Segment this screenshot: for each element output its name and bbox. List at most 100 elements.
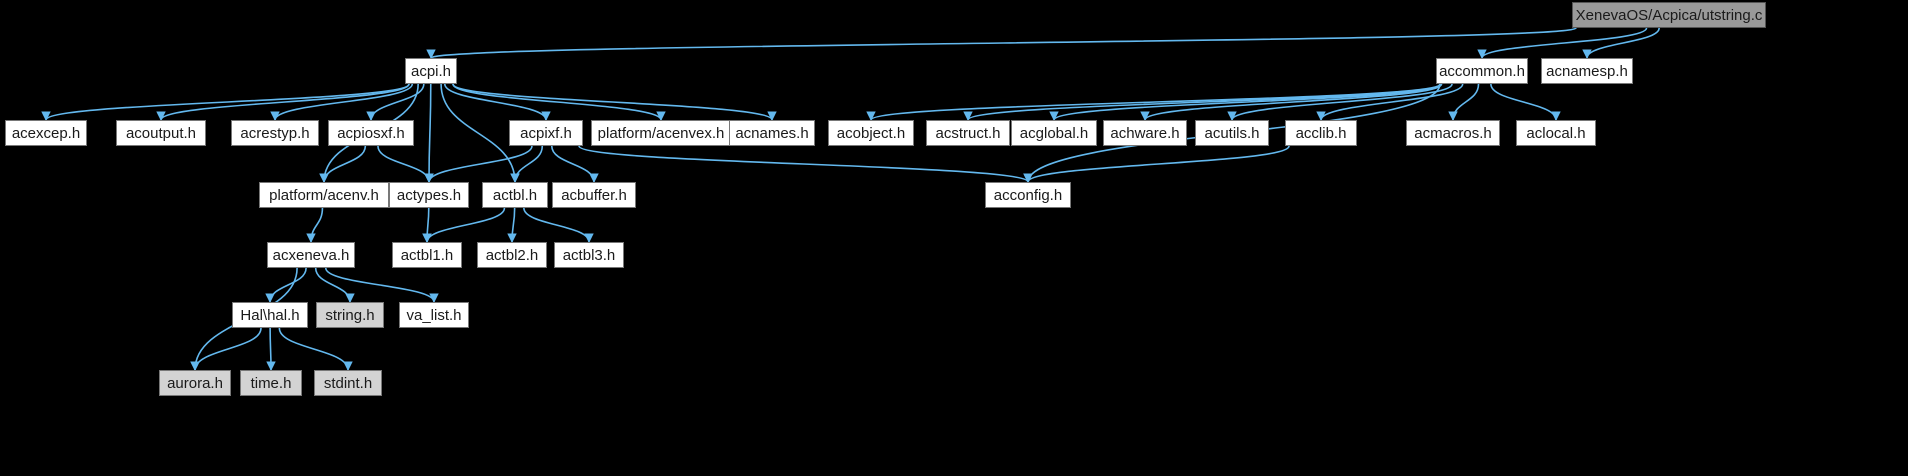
- graph-edge-accommon-to-achware: [1140, 83, 1443, 121]
- graph-edge-actbl-to-actbl2: [507, 207, 517, 243]
- graph-node-label: acpiosxf.h: [337, 124, 405, 142]
- graph-edge-acpi-to-acpixf: [444, 83, 551, 121]
- graph-node-acoutput[interactable]: acoutput.h: [116, 120, 206, 146]
- graph-edge-acpi-to-actypes: [424, 83, 434, 183]
- graph-edge-acpi-to-acexcep: [41, 83, 410, 121]
- graph-node-label: actypes.h: [396, 186, 462, 204]
- graph-node-label: acmacros.h: [1414, 124, 1492, 142]
- graph-edge-acenv-to-acxeneva: [306, 207, 324, 243]
- graph-node-acnames[interactable]: acnames.h: [729, 120, 815, 146]
- graph-node-label: acclib.h: [1295, 124, 1347, 142]
- graph-node-aurora[interactable]: aurora.h: [159, 370, 231, 396]
- graph-edge-actypes-to-actbl1: [422, 207, 432, 243]
- graph-node-label: actbl3.h: [562, 246, 616, 264]
- graph-node-label: acexcep.h: [11, 124, 81, 142]
- graph-node-label: va_list.h: [406, 306, 462, 324]
- graph-node-label: actbl1.h: [400, 246, 454, 264]
- graph-edge-accommon-to-aclocal: [1490, 83, 1561, 121]
- graph-node-label: acstruct.h: [935, 124, 1001, 142]
- graph-edge-accommon-to-acglobal: [1049, 83, 1441, 121]
- graph-edge-acclib-to-acconfig: [1023, 145, 1290, 183]
- graph-edge-accommon-to-acobject: [866, 83, 1441, 121]
- graph-node-label: acnames.h: [735, 124, 809, 142]
- graph-edge-acpi-to-acnames: [452, 83, 777, 121]
- graph-node-acpiosxf[interactable]: acpiosxf.h: [328, 120, 414, 146]
- graph-edge-acpixf-to-actbl: [510, 145, 544, 183]
- graph-node-label: acpi.h: [410, 62, 452, 80]
- graph-edge-acxeneva-to-halhal: [265, 267, 307, 303]
- graph-edge-utstring-to-accommon: [1477, 27, 1648, 59]
- graph-node-acclib[interactable]: acclib.h: [1285, 120, 1357, 146]
- graph-edge-utstring-to-acpi: [426, 27, 1577, 59]
- graph-node-utstring[interactable]: XenevaOS/Acpica/utstring.c: [1572, 2, 1766, 28]
- graph-node-acutils[interactable]: acutils.h: [1195, 120, 1269, 146]
- graph-node-label: time.h: [250, 374, 292, 392]
- graph-node-acrestyp[interactable]: acrestyp.h: [231, 120, 319, 146]
- graph-node-aclocal[interactable]: aclocal.h: [1516, 120, 1596, 146]
- graph-edge-actbl-to-actbl3: [523, 207, 594, 243]
- graph-edge-acpi-to-acpiosxf: [366, 83, 425, 121]
- graph-edge-halhal-to-aurora: [190, 327, 262, 371]
- graph-node-acbuffer[interactable]: acbuffer.h: [552, 182, 636, 208]
- graph-edge-acpiosxf-to-actypes: [377, 145, 434, 183]
- graph-node-label: accommon.h: [1439, 62, 1525, 80]
- graph-edge-acpiosxf-to-acenv: [319, 145, 367, 183]
- graph-node-acenv[interactable]: platform/acenv.h: [259, 182, 389, 208]
- graph-node-actypes[interactable]: actypes.h: [389, 182, 469, 208]
- graph-node-acpi[interactable]: acpi.h: [405, 58, 457, 84]
- graph-node-label: acpixf.h: [520, 124, 572, 142]
- graph-node-label: Hal\hal.h: [240, 306, 300, 324]
- graph-edge-actbl-to-actbl1: [422, 207, 506, 243]
- graph-node-stdint[interactable]: stdint.h: [314, 370, 382, 396]
- graph-node-label: aurora.h: [167, 374, 223, 392]
- graph-node-acmacros[interactable]: acmacros.h: [1406, 120, 1500, 146]
- graph-node-actbl1[interactable]: actbl1.h: [392, 242, 462, 268]
- graph-edge-acxeneva-to-string: [314, 267, 355, 303]
- graph-edge-acpi-to-actbl: [440, 83, 520, 183]
- graph-node-acxeneva[interactable]: acxeneva.h: [267, 242, 355, 268]
- graph-node-actbl3[interactable]: actbl3.h: [554, 242, 624, 268]
- graph-node-label: acglobal.h: [1019, 124, 1089, 142]
- graph-node-label: acobject.h: [836, 124, 906, 142]
- graph-edge-acpixf-to-actypes: [424, 145, 533, 183]
- graph-node-acexcep[interactable]: acexcep.h: [5, 120, 87, 146]
- graph-node-acglobal[interactable]: acglobal.h: [1011, 120, 1097, 146]
- graph-node-valist[interactable]: va_list.h: [399, 302, 469, 328]
- graph-edge-acpixf-to-acconfig: [578, 145, 1033, 183]
- graph-node-label: acxeneva.h: [272, 246, 350, 264]
- graph-edge-accommon-to-acclib: [1316, 83, 1464, 121]
- graph-edge-halhal-to-stdint: [278, 327, 353, 371]
- graph-node-actbl[interactable]: actbl.h: [482, 182, 548, 208]
- graph-edge-acpixf-to-acbuffer: [550, 145, 599, 183]
- graph-edge-acpi-to-acenvex: [452, 83, 666, 121]
- graph-node-label: acconfig.h: [993, 186, 1063, 204]
- graph-node-actbl2[interactable]: actbl2.h: [477, 242, 547, 268]
- graph-node-label: platform/acenvex.h: [597, 124, 725, 142]
- graph-node-accommon[interactable]: accommon.h: [1436, 58, 1528, 84]
- graph-node-acstruct[interactable]: acstruct.h: [926, 120, 1010, 146]
- graph-node-label: acbuffer.h: [561, 186, 627, 204]
- graph-node-string[interactable]: string.h: [316, 302, 384, 328]
- graph-edge-utstring-to-acnamesp: [1582, 27, 1660, 59]
- graph-node-acconfig[interactable]: acconfig.h: [985, 182, 1071, 208]
- graph-edge-acpi-to-acrestyp: [270, 83, 414, 121]
- graph-node-acenvex[interactable]: platform/acenvex.h: [591, 120, 731, 146]
- graph-node-acobject[interactable]: acobject.h: [828, 120, 914, 146]
- graph-node-halhal[interactable]: Hal\hal.h: [232, 302, 308, 328]
- graph-node-label: actbl2.h: [485, 246, 539, 264]
- graph-node-time[interactable]: time.h: [240, 370, 302, 396]
- graph-edge-acpi-to-acoutput: [156, 83, 410, 121]
- graph-node-label: acutils.h: [1204, 124, 1260, 142]
- graph-node-label: achware.h: [1110, 124, 1180, 142]
- graph-edge-accommon-to-acstruct: [963, 83, 1441, 121]
- graph-edge-acxeneva-to-valist: [324, 267, 439, 303]
- graph-node-acpixf[interactable]: acpixf.h: [509, 120, 583, 146]
- graph-node-label: aclocal.h: [1526, 124, 1586, 142]
- graph-node-label: XenevaOS/Acpica/utstring.c: [1575, 6, 1763, 24]
- graph-node-label: acnamesp.h: [1546, 62, 1628, 80]
- graph-edge-halhal-to-time: [266, 327, 276, 371]
- graph-node-acnamesp[interactable]: acnamesp.h: [1541, 58, 1633, 84]
- graph-node-achware[interactable]: achware.h: [1103, 120, 1187, 146]
- graph-node-label: actbl.h: [492, 186, 538, 204]
